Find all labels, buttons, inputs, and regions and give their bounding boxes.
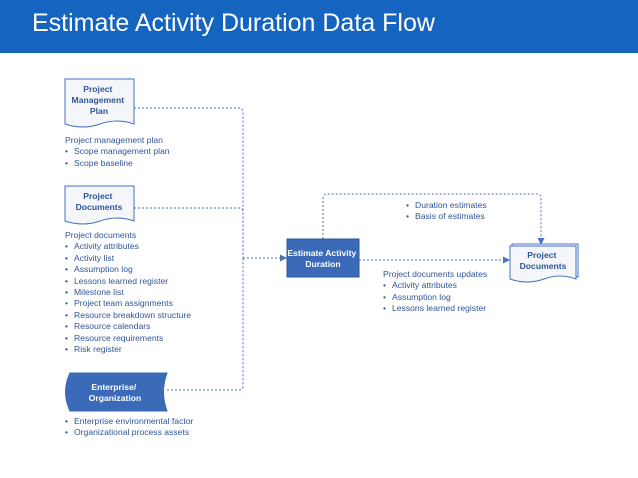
bullet-icon: • [406, 211, 410, 222]
bullet-icon: • [406, 200, 410, 210]
connector-project-documents [134, 207, 244, 258]
list-item: •Activity attributes [383, 280, 457, 291]
list-item: •Project team assignments [65, 298, 173, 309]
list-item: •Enterprise environmental factor [65, 416, 194, 426]
bullet-icon: • [65, 416, 69, 426]
connectors [134, 107, 545, 391]
connector-pm-plan [134, 107, 244, 258]
enterprise-label-line: Enterprise/ [91, 382, 137, 392]
bullet-icon: • [65, 427, 69, 438]
list-item: •Milestone list [65, 287, 124, 298]
list-item: •Lessons learned register [383, 303, 487, 314]
list-heading: Project documents updates [383, 269, 488, 279]
bullet-icon: • [65, 157, 69, 168]
pm-plan-label-line: Plan [90, 106, 108, 116]
list-item: •Basis of estimates [406, 211, 485, 222]
process-estimate-activity-duration[interactable]: Estimate Activity Duration [286, 238, 360, 278]
list-item: •Scope baseline [65, 157, 133, 168]
connector-top-loop [322, 193, 545, 245]
list-item: •Assumption log [65, 264, 133, 275]
bullet-icon: • [65, 309, 69, 320]
bullet-icon: • [65, 252, 69, 263]
list-item: •Activity list [65, 252, 115, 263]
shape-project-documents-input[interactable]: Project Documents [64, 185, 135, 225]
bullet-icon: • [65, 287, 69, 298]
process-label-line: Duration [305, 259, 340, 269]
list-item: •Lessons learned register [65, 275, 169, 286]
bullet-icon: • [65, 264, 69, 275]
pm-plan-label-line: Management [72, 95, 125, 105]
svg-text:Project Documents: Project Documents [76, 191, 123, 212]
list-item: •Resource breakdown structure [65, 309, 192, 320]
svg-text:Estimate Activity Durati: Estimate Activity Duration [287, 248, 358, 269]
shape-project-management-plan[interactable]: Project Management Plan [64, 78, 135, 128]
bullet-icon: • [383, 303, 387, 314]
shape-enterprise-organization[interactable]: Enterprise/ Organization [65, 372, 168, 412]
list-heading: Project management plan [65, 135, 163, 145]
shape-project-documents-output[interactable]: Project Documents [509, 243, 579, 283]
svg-text:Project Management: Project Management Plan [72, 84, 127, 116]
output-docs-label-line: Project [527, 250, 556, 260]
bullet-icon: • [65, 332, 69, 343]
output-updates-list: Project documents updates •Activity attr… [383, 269, 487, 315]
list-item: •Duration estimates [406, 200, 487, 210]
page-title: Estimate Activity Duration Data Flow [32, 9, 435, 37]
list-item: •Scope management plan [65, 146, 170, 157]
bullet-icon: • [65, 321, 69, 332]
project-documents-list: Project documents •Activity attributes •… [65, 230, 191, 355]
output-estimates-list: •Duration estimates •Basis of estimates [406, 200, 487, 223]
header-bar: Estimate Activity Duration Data Flow [0, 0, 638, 53]
bullet-icon: • [65, 344, 69, 355]
pm-plan-list: Project management plan •Scope managemen… [65, 135, 170, 169]
list-item: •Activity attributes [65, 241, 139, 252]
bullet-icon: • [65, 275, 69, 286]
svg-text:Project Documents: Project Documents [520, 250, 567, 271]
enterprise-list: •Enterprise environmental factor •Organi… [65, 416, 193, 439]
input-docs-label-line: Documents [76, 202, 123, 212]
bullet-icon: • [383, 280, 387, 291]
enterprise-label-line: Organization [89, 393, 142, 403]
bullet-icon: • [65, 298, 69, 309]
process-label-line: Estimate Activity [287, 248, 356, 258]
list-item: •Resource requirements [65, 332, 164, 343]
list-heading: Project documents [65, 230, 137, 240]
input-docs-label-line: Project [83, 191, 112, 201]
list-item: •Organizational process assets [65, 427, 190, 438]
bullet-icon: • [65, 146, 69, 157]
output-docs-label-line: Documents [520, 261, 567, 271]
svg-text:Enterprise/ Organization: Enterprise/ Organization [89, 382, 142, 403]
list-item: •Risk register [65, 344, 122, 355]
list-item: •Assumption log [383, 291, 451, 302]
list-item: •Resource calendars [65, 321, 151, 332]
connector-enterprise [167, 258, 244, 391]
pm-plan-label-line: Project [83, 84, 112, 94]
bullet-icon: • [65, 241, 69, 252]
bullet-icon: • [383, 291, 387, 302]
